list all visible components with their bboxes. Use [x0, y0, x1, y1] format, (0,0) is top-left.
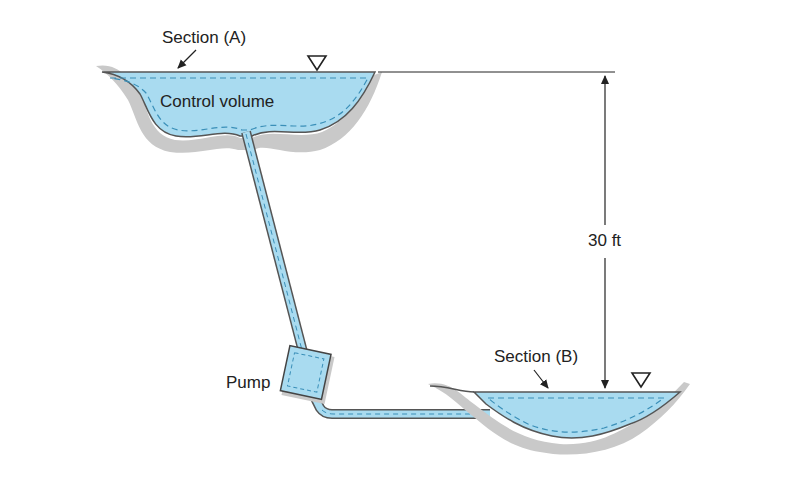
section-label: Section (B)	[494, 347, 578, 367]
node-text: Control volume	[160, 92, 274, 112]
dimension-label: 30 ft	[586, 231, 623, 251]
section-label: Section (A)	[162, 28, 246, 48]
control-volume: Control volume	[160, 92, 274, 112]
pump-label: Pump	[226, 373, 270, 393]
